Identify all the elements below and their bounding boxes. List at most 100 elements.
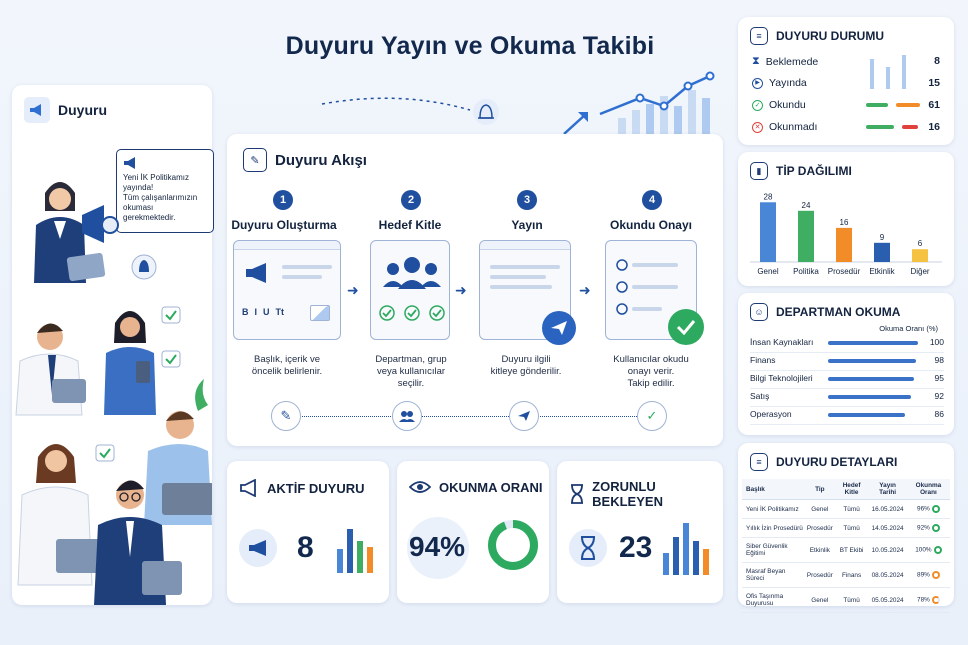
status-row-unread: ✕ Okunmadı: [752, 121, 817, 133]
flow-arrow-icon: ➜: [347, 282, 359, 298]
status-value: 8: [934, 55, 940, 67]
desc-line: Departman, grup: [375, 354, 447, 365]
mini-bar-chart-icon: [663, 523, 709, 575]
table-cell: Yıllık İzin Prosedürü: [742, 518, 805, 538]
table-cell: 05.05.2024: [868, 587, 907, 613]
x-circle-icon: ✕: [752, 121, 763, 133]
flow-track: [287, 416, 647, 417]
category-label: Diğer: [910, 267, 929, 276]
play-icon: ▶: [752, 77, 763, 89]
table-cell: BT Ekibi: [834, 537, 869, 563]
eye-icon: [409, 481, 431, 493]
status-panel: ≡ DUYURU DURUMU ⧗ Beklemede 8 ▶ Yayında …: [738, 17, 954, 145]
users-icon: [392, 401, 422, 431]
bar-Diğer: [912, 249, 928, 262]
status-title: DUYURU DURUMU: [776, 29, 884, 43]
dept-value: 86: [934, 409, 944, 419]
category-label: Prosedür: [828, 267, 861, 276]
kpi-rate-bg-circle: [407, 517, 469, 579]
announcement-details-panel: ≡ DUYURU DETAYLARI Başlık Tip Hedef Kitl…: [738, 443, 954, 613]
progress-ring-icon: [931, 524, 940, 532]
desc-line: Duyuru ilgili: [501, 354, 551, 365]
megaphone-icon: [24, 97, 50, 123]
step-3-title: Yayın: [511, 218, 543, 232]
document-icon: ≡: [750, 453, 768, 471]
column-header: Yayın Tarihi: [868, 479, 907, 500]
kpi-pending-value: 23: [619, 531, 653, 564]
status-value: 61: [928, 99, 940, 111]
category-label: Politika: [793, 267, 819, 276]
step-2-description: Departman, grup veya kullanıcılar seçili…: [356, 354, 466, 390]
bar-Politika: [798, 210, 814, 262]
progress-ring-icon: [931, 505, 940, 513]
progress-ring-icon: [933, 546, 942, 554]
bar-chart-icon: ▮: [750, 162, 768, 180]
send-icon: [542, 311, 576, 345]
hourglass-icon: [571, 484, 583, 504]
bar-value-label: 6: [918, 239, 923, 248]
status-label: Okundu: [769, 99, 806, 111]
table-cell: Genel: [804, 499, 835, 519]
details-title: DUYURU DETAYLARI: [776, 455, 898, 469]
bell-decoration-icon: [321, 97, 499, 125]
table-cell: Prosedür: [804, 518, 835, 538]
type-bar-chart: 28Genel24Politika16Prosedür9Etkinlik6Diğ…: [750, 192, 942, 276]
check-circle-icon: ✓: [752, 99, 763, 111]
column-header: Başlık: [742, 479, 805, 500]
table-cell: Ofis Taşınma Duyurusu: [742, 587, 805, 613]
announcement-illustration-panel: Duyuru Yeni İK Politikamız yayında! Tüm …: [12, 85, 214, 605]
text-format-button: Tt: [275, 307, 285, 317]
speech-line: Yeni İK Politikamız: [123, 173, 189, 182]
table-cell: 08.05.2024: [868, 562, 907, 588]
megaphone-icon: [246, 263, 266, 283]
announcement-speech-bubble: Yeni İK Politikamız yayında! Tüm çalışan…: [116, 149, 214, 233]
bar-Etkinlik: [874, 242, 890, 262]
category-label: Genel: [757, 267, 779, 276]
kpi-active-header: AKTİF DUYURU: [239, 479, 365, 497]
progress-ring-icon: [931, 571, 940, 579]
details-header: ≡ DUYURU DETAYLARI: [750, 453, 897, 471]
trend-chart-decoration: [563, 71, 715, 135]
announcement-flow-panel: ✎ Duyuru Akışı 1 Duyuru Oluşturma BIUTt …: [227, 134, 723, 446]
step-2-audience-card: [370, 240, 450, 340]
dept-value: 100: [929, 337, 944, 347]
status-label: Beklemede: [765, 55, 819, 68]
kpi-active-label: AKTİF DUYURU: [267, 480, 365, 496]
status-row-published: ▶ Yayında: [752, 77, 807, 89]
table-cell: Genel: [804, 587, 835, 613]
document-edit-icon: ✎: [243, 148, 267, 172]
dept-value: 95: [934, 373, 944, 383]
dept-header: ☺ DEPARTMAN OKUMA: [750, 303, 900, 321]
dept-value: 98: [934, 355, 944, 365]
table-header-row: Başlık Tip Hedef Kitle Yayın Tarihi Okun…: [742, 479, 950, 500]
send-icon: [509, 401, 539, 431]
step-4-read-confirm-card: [605, 240, 704, 345]
type-title: TİP DAĞILIMI: [776, 164, 852, 178]
document-icon: ≡: [750, 27, 768, 45]
kpi-rate-header: OKUNMA ORANI: [409, 479, 543, 495]
desc-line: seçilir.: [397, 378, 425, 389]
user-icon: ☺: [750, 303, 768, 321]
desc-line: Takip edilir.: [627, 378, 675, 389]
bar-value-label: 24: [802, 201, 811, 210]
status-row-read: ✓ Okundu: [752, 99, 806, 111]
table-cell: Finans: [834, 562, 869, 588]
table-cell: Tümü: [834, 587, 869, 613]
table-cell: 100%: [906, 537, 950, 563]
dept-bar: [828, 395, 911, 399]
status-value: 16: [928, 121, 940, 133]
column-header: Hedef Kitle: [834, 479, 869, 500]
step-1-title: Duyuru Oluşturma: [231, 218, 337, 232]
bar-value-label: 16: [840, 218, 849, 227]
details-table: Başlık Tip Hedef Kitle Yayın Tarihi Okun…: [742, 479, 950, 613]
dept-bar: [828, 341, 918, 345]
users-icon: [383, 257, 441, 289]
hourglass-icon: ⧗: [752, 55, 760, 67]
